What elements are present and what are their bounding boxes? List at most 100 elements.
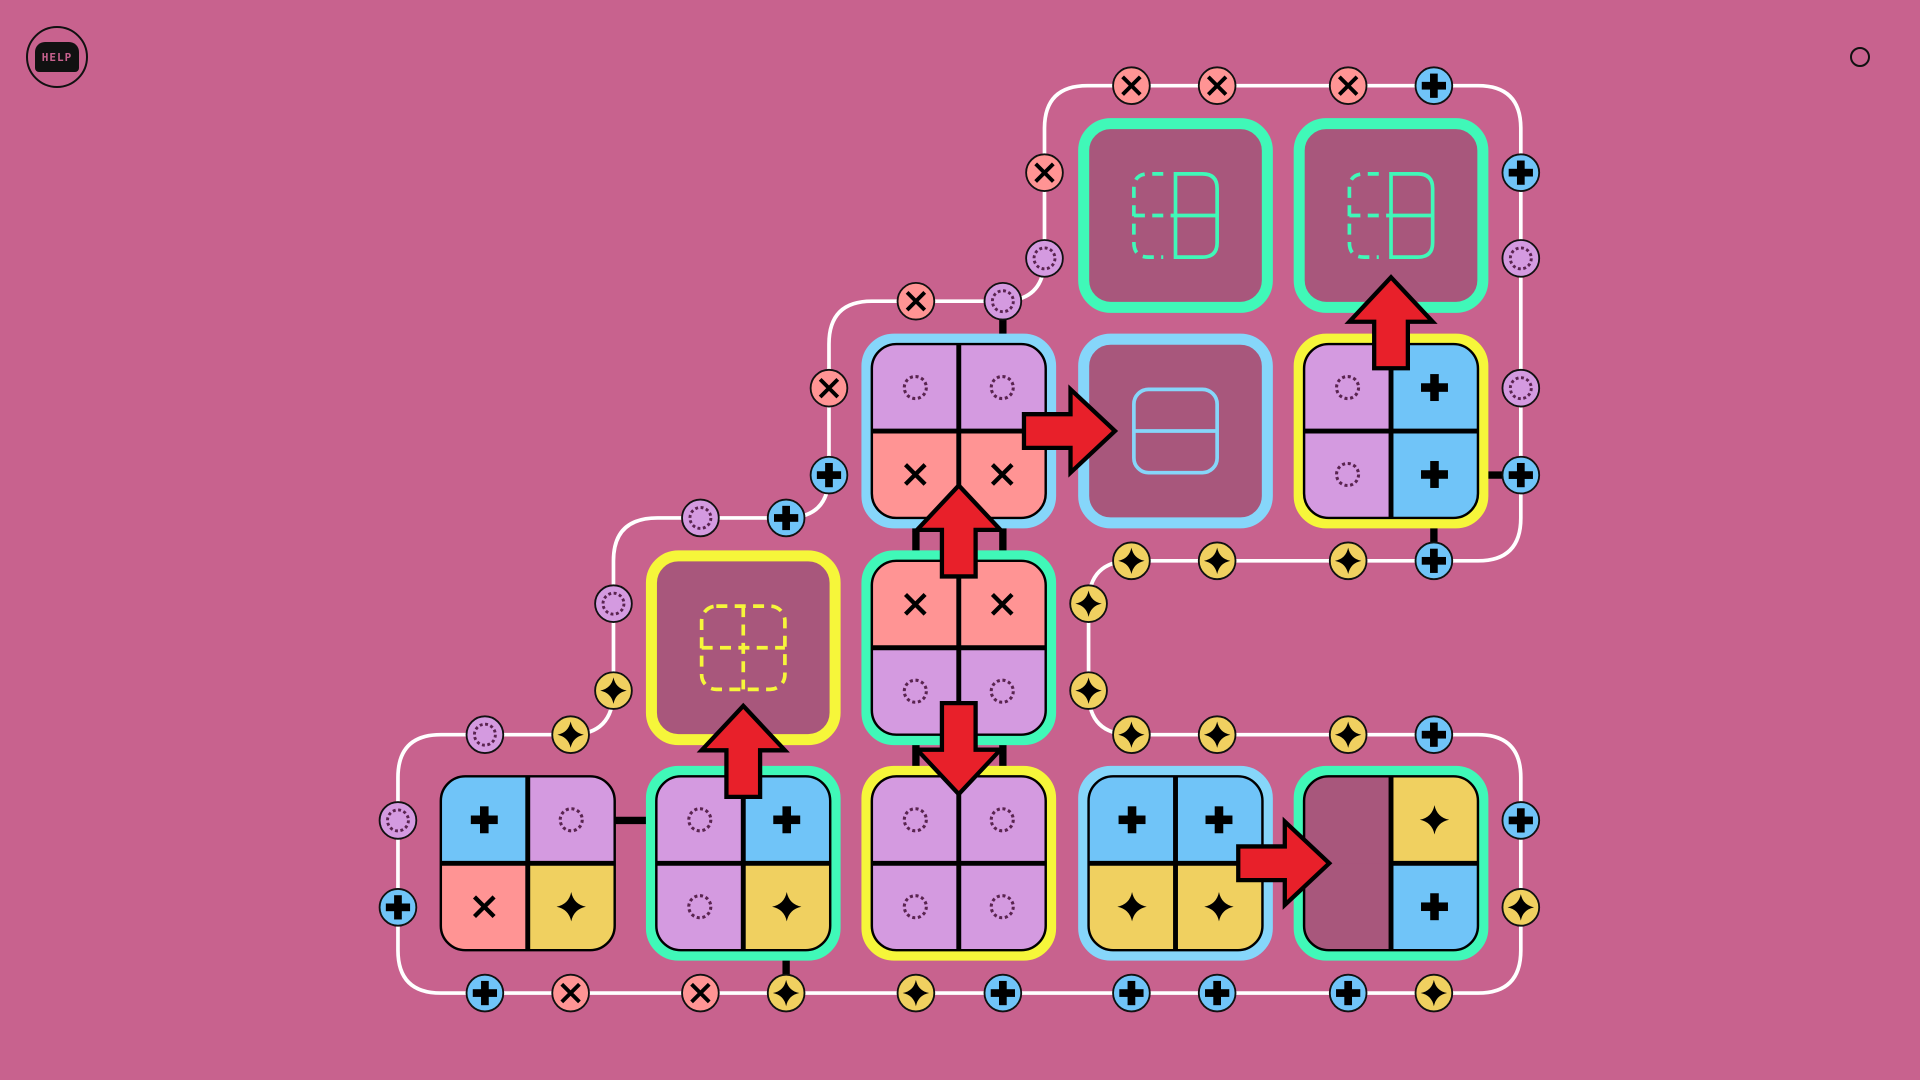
token-star [1112, 715, 1151, 754]
circle-icon [1335, 461, 1361, 488]
plus-icon [472, 980, 498, 1006]
dashed-quads-icon [699, 604, 787, 692]
x-icon [1337, 75, 1359, 96]
plus-icon [1421, 548, 1446, 573]
quadrant-circle [958, 863, 1046, 951]
half-dashed-left-icon [1132, 172, 1219, 259]
quadrant-circle [871, 776, 959, 864]
star-icon [1507, 894, 1535, 921]
token-star [1112, 541, 1151, 581]
arrow-right-icon [1021, 384, 1119, 478]
tile-r3c1[interactable] [645, 765, 841, 961]
token-plus [378, 888, 418, 927]
tile-r3c0[interactable] [439, 775, 616, 952]
token-plus [1501, 455, 1541, 495]
star-icon [600, 677, 627, 704]
arrow-up-icon [912, 482, 1006, 579]
token-plus [1414, 715, 1454, 754]
token-circle [1501, 368, 1541, 408]
circle-icon [687, 807, 713, 833]
token-star [1069, 584, 1108, 623]
plus-icon [385, 895, 411, 920]
circle-icon [601, 591, 626, 616]
arrow-right-icon [1236, 816, 1333, 910]
tile-r3c3[interactable] [1078, 765, 1273, 961]
token-circle [983, 281, 1023, 321]
quadrant-empty [1304, 863, 1392, 951]
token-x [1197, 66, 1237, 106]
star-icon [772, 979, 800, 1007]
star-icon [1203, 547, 1231, 575]
token-circle [1501, 239, 1541, 278]
star-icon [557, 721, 584, 748]
star-icon [1420, 979, 1448, 1007]
x-icon [1121, 75, 1142, 96]
token-circle [594, 584, 633, 623]
plus-icon [1508, 462, 1533, 488]
star-icon [1075, 677, 1102, 704]
x-icon [990, 463, 1014, 486]
help-book-icon: HELP [35, 42, 79, 72]
token-star [1069, 671, 1108, 710]
quadrant-circle [871, 344, 959, 432]
token-circle [681, 498, 720, 538]
tile-r3c2[interactable] [861, 765, 1057, 961]
plus-icon [1508, 160, 1533, 185]
plus-icon [774, 505, 799, 531]
star-icon [1203, 721, 1231, 748]
arrow-up-icon [1344, 274, 1438, 371]
token-x [1328, 66, 1368, 106]
token-x [809, 368, 849, 408]
token-plus [1501, 153, 1541, 192]
token-star [1328, 715, 1368, 754]
token-circle [1025, 239, 1064, 278]
circle-icon [902, 807, 928, 833]
token-plus [465, 973, 505, 1013]
token-star [594, 671, 633, 710]
x-icon [690, 982, 711, 1004]
token-plus [809, 455, 849, 495]
circle-icon [902, 375, 928, 401]
tile-r3c4[interactable] [1293, 765, 1489, 961]
token-star [551, 715, 590, 754]
star-icon [902, 979, 930, 1007]
plus-icon [1421, 374, 1448, 402]
quadrant-circle [1304, 431, 1392, 518]
tile-r1c4[interactable] [1293, 333, 1489, 529]
token-x [1112, 66, 1151, 106]
plus-icon [1205, 980, 1230, 1006]
token-x [1025, 153, 1064, 192]
circle-icon [687, 894, 713, 920]
menu-circle-button[interactable] [1850, 47, 1870, 67]
star-icon [1118, 721, 1145, 748]
quadrant-circle [527, 776, 615, 864]
plus-icon [1205, 806, 1233, 834]
token-x [896, 281, 936, 321]
token-circle [378, 801, 418, 840]
token-plus [1414, 541, 1454, 581]
token-star [1414, 973, 1454, 1013]
help-button[interactable]: HELP [26, 26, 88, 88]
star-icon [1419, 805, 1450, 835]
plus-icon [990, 980, 1015, 1006]
circle-icon [989, 807, 1015, 833]
token-plus [1197, 973, 1237, 1013]
star-icon [1118, 547, 1145, 575]
x-icon [903, 463, 927, 486]
x-icon [818, 377, 840, 399]
quadrant-empty [1304, 776, 1392, 864]
help-label: HELP [41, 50, 73, 64]
tile-r0c3[interactable] [1078, 118, 1273, 313]
plus-icon [1119, 980, 1144, 1006]
x-icon [1206, 75, 1228, 96]
x-icon [990, 592, 1014, 616]
circle-icon [902, 894, 928, 920]
plus-icon [1421, 893, 1448, 921]
circle-icon [1032, 246, 1057, 271]
plus-icon [816, 462, 842, 488]
quadrant-circle [871, 863, 959, 951]
circle-icon [989, 894, 1015, 920]
horizontal-split-icon [1132, 387, 1219, 475]
token-x [551, 973, 590, 1013]
star-icon [1334, 721, 1362, 748]
